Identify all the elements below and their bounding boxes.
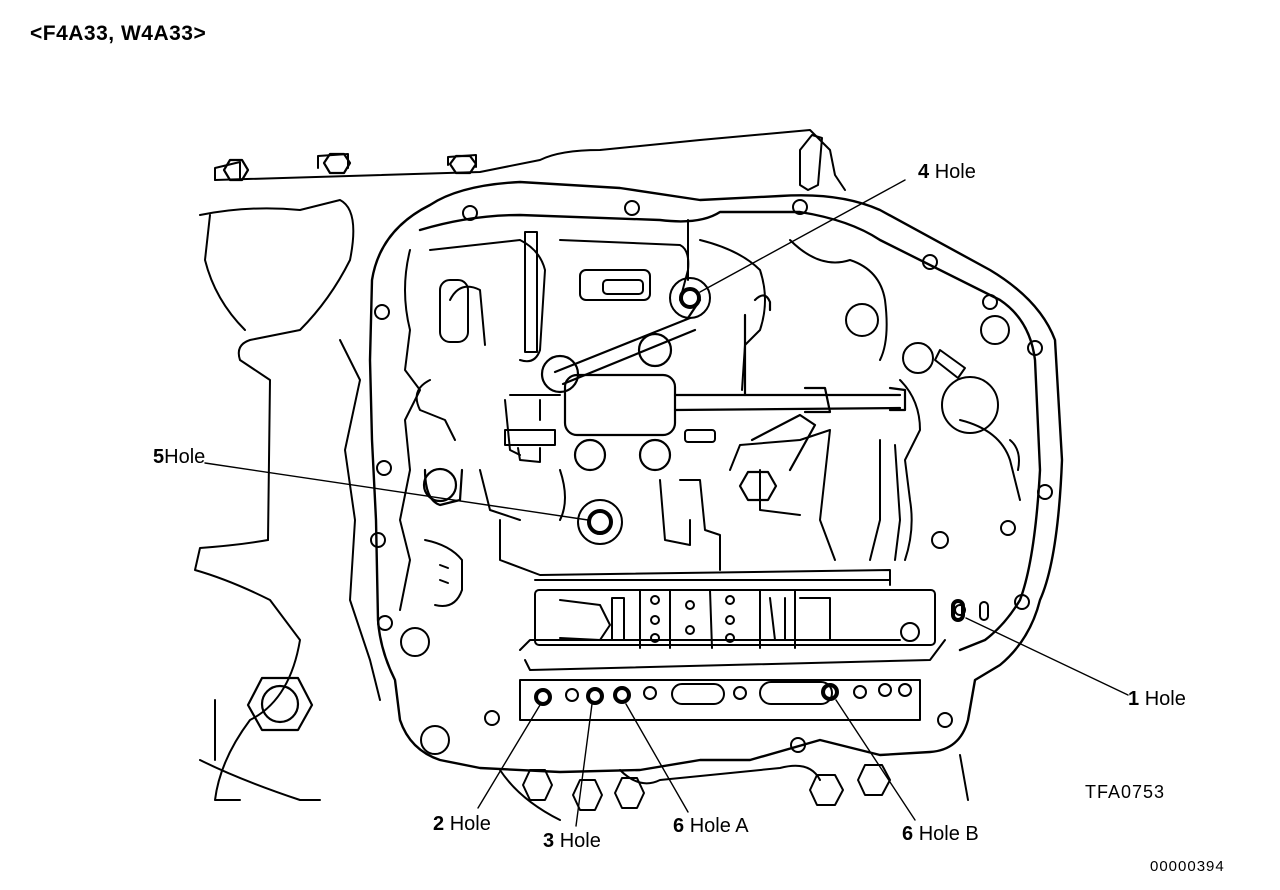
leader-hole-5 (204, 462, 589, 521)
hole-1-marker (951, 599, 965, 622)
hole-collars (577, 277, 711, 545)
label-hole-6b: 6 Hole B (902, 823, 979, 845)
leader-lines (204, 179, 1129, 827)
bottom-hole-strip (519, 601, 989, 721)
label-hole-1: 1 Hole (1128, 688, 1186, 710)
hole-5-marker (587, 509, 613, 535)
lower-valve-bore (534, 589, 936, 649)
leader-hole-3 (575, 703, 593, 827)
label-hole-4: 4 Hole (918, 161, 976, 183)
leader-hole-4 (699, 179, 906, 293)
plate-openings (400, 269, 1010, 755)
figure-code: TFA0753 (1085, 782, 1166, 802)
hole-2-marker (534, 688, 552, 706)
lower-bolts (499, 754, 969, 821)
manual-valve-linkage (422, 294, 907, 507)
hole-6b-marker (821, 683, 839, 701)
label-hole-6a: 6 Hole A (673, 815, 749, 837)
page-code: 00000394 (1150, 858, 1225, 875)
internal-passages (399, 219, 1021, 671)
case-bolts (222, 152, 478, 732)
leader-hole-6b (835, 699, 916, 821)
hole-3-marker (586, 687, 604, 705)
diagram-title: <F4A33, W4A33> (30, 22, 207, 45)
transmission-case (194, 129, 846, 801)
leader-hole-2 (477, 704, 541, 809)
leader-hole-6a (625, 703, 689, 813)
label-hole-5: 5Hole (153, 446, 206, 468)
plate-bolt-holes (370, 199, 1053, 753)
label-hole-2: 2 Hole (433, 813, 491, 835)
label-hole-3: 3 Hole (543, 830, 601, 852)
leader-hole-1 (965, 617, 1129, 696)
highlighted-holes (534, 287, 965, 706)
hole-4-marker (679, 287, 701, 309)
hole-6a-marker (613, 686, 631, 704)
